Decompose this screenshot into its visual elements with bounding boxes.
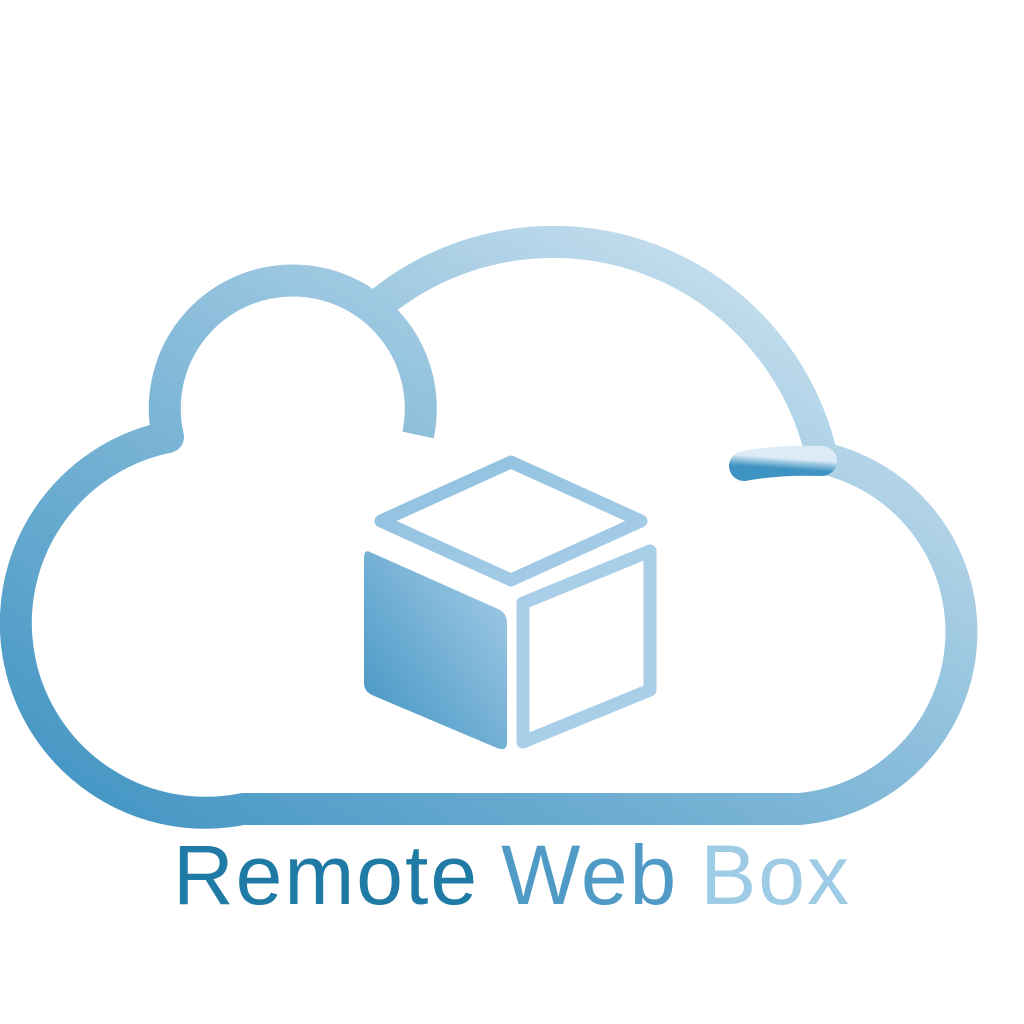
brand-word-remote: Remote — [172, 828, 480, 922]
brand-word-web: Web — [501, 828, 679, 922]
brand-word-box: Box — [700, 828, 852, 922]
cube-box-icon — [364, 455, 657, 750]
cloud-outline-icon — [0, 225, 978, 829]
